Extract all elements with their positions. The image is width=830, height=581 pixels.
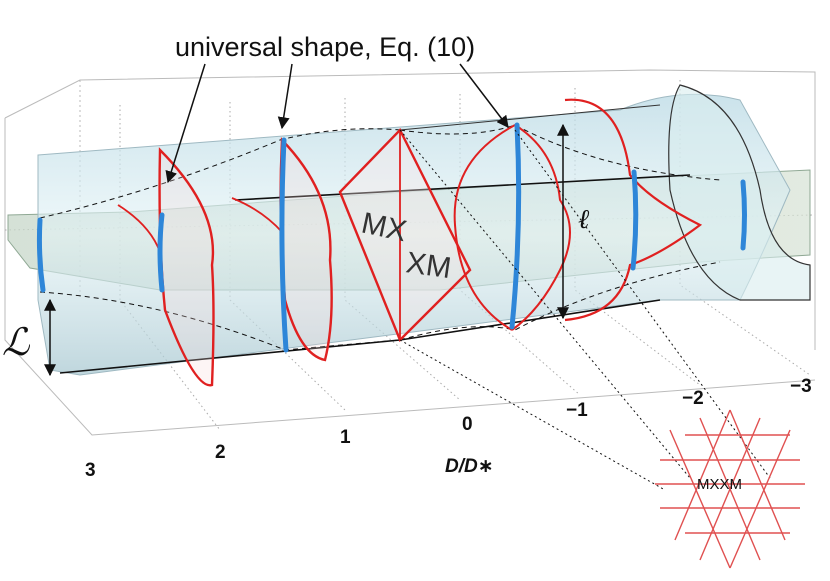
blue-band-4 — [509, 122, 522, 330]
inset-label: MXXM — [697, 476, 742, 493]
blue-band-6 — [740, 179, 747, 251]
tube-right-end — [668, 84, 811, 301]
inset-lattice — [655, 409, 805, 569]
tick-minus-3: −3 — [790, 376, 812, 397]
tick-minus-1: −1 — [566, 400, 588, 421]
envelope-curves — [39, 124, 721, 351]
tick-0: 0 — [462, 414, 473, 435]
tick-minus-2: −2 — [682, 388, 704, 409]
ell-arrow: ℓ — [557, 123, 590, 320]
blue-band-2 — [157, 212, 165, 293]
red-curve-2-wing — [231, 197, 283, 233]
annotation-arrows — [165, 63, 509, 184]
tick-2: 2 — [215, 442, 226, 463]
cross-section-curves — [117, 98, 703, 387]
blue-bands — [36, 122, 747, 353]
tick-3: 3 — [85, 460, 96, 481]
red-curve-4 — [511, 124, 571, 331]
script-l-arrow: ℒ — [2, 298, 56, 377]
tick-1: 1 — [340, 427, 351, 448]
axis-title: D/D∗ — [445, 456, 494, 477]
script-l-symbol: ℒ — [2, 322, 31, 364]
xm-label: XM — [404, 246, 453, 285]
annotation-text: universal shape, Eq. (10) — [175, 32, 475, 62]
red-curve-5 — [564, 98, 703, 322]
red-curve-3 — [453, 124, 516, 331]
inset-projection-lines — [399, 129, 771, 491]
blue-band-3 — [279, 137, 289, 353]
blue-band-1 — [36, 217, 46, 293]
ell-symbol: ℓ — [578, 204, 590, 234]
blue-band-5 — [630, 169, 639, 271]
axis-ticks: 3 2 1 0 −1 −2 −3 — [85, 376, 812, 481]
center-labels: MX XM — [359, 207, 454, 286]
